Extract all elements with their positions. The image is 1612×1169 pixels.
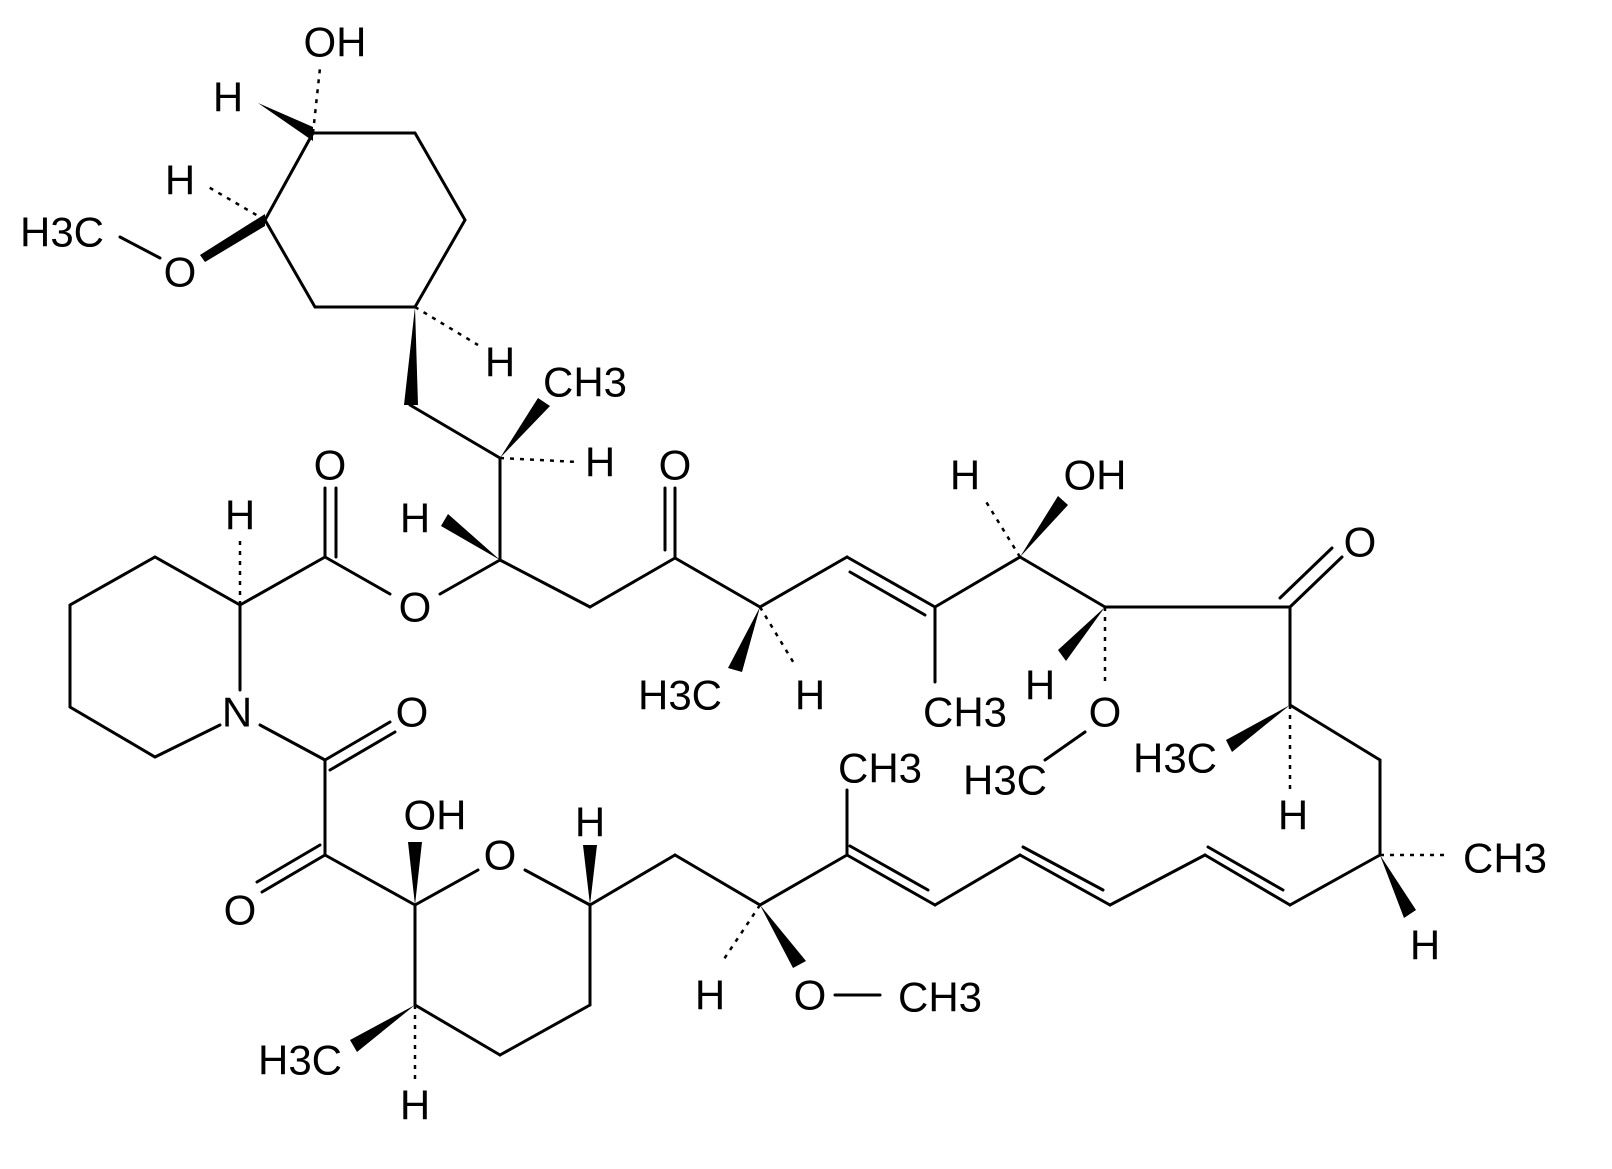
atom-label-h-c12: H bbox=[400, 1082, 430, 1129]
atom-label-oh-top: OH bbox=[304, 19, 367, 66]
atom-label-ch3-methoxy-bottom: CH3 bbox=[898, 974, 982, 1021]
atom-label-h3c-mid1: H3C bbox=[638, 672, 722, 719]
atom-label-oh-mid: OH bbox=[1064, 452, 1127, 499]
atom-label-ch3-triene: CH3 bbox=[838, 745, 922, 792]
atom-label-o-pyran: O bbox=[484, 832, 517, 879]
atom-label-ch3-mid: CH3 bbox=[923, 689, 1007, 736]
atom-label-h3c-mid3: H3C bbox=[1133, 735, 1217, 782]
atom-label-h-c1: H bbox=[213, 74, 243, 121]
atom-label-h3c-bottom: H3C bbox=[258, 1037, 342, 1084]
atom-label-o-ketone2: O bbox=[1344, 519, 1377, 566]
atom-label-o-ketone1: O bbox=[659, 442, 692, 489]
atom-label-h-c9: H bbox=[1410, 922, 1440, 969]
atom-label-o-ester: O bbox=[399, 584, 432, 631]
atom-label-h-c5: H bbox=[950, 452, 980, 499]
atom-label-o-ketoamide: O bbox=[224, 887, 257, 934]
atom-label-h3c-mid2: H3C bbox=[963, 757, 1047, 804]
atom-label-h-c10: H bbox=[575, 799, 605, 846]
atom-label-h-c4: H bbox=[485, 339, 515, 386]
atom-label-o-ester-carbonyl: O bbox=[314, 442, 347, 489]
atom-label-o-methoxy-mid: O bbox=[1089, 689, 1122, 736]
atom-label-h-c8: H bbox=[1278, 792, 1308, 839]
atom-labels: OH H H O H3C H CH3 H O O H H O H OH O H3… bbox=[20, 19, 1547, 1129]
atom-label-h-c2b: H bbox=[585, 439, 615, 486]
atom-label-n-pip: N bbox=[222, 689, 252, 736]
bonds bbox=[68, 67, 1450, 1080]
atom-label-o-amide: O bbox=[396, 689, 429, 736]
atom-label-o-methoxy-top: O bbox=[164, 249, 197, 296]
atom-label-h-c6: H bbox=[795, 672, 825, 719]
atom-label-h-c11: H bbox=[695, 972, 725, 1019]
atom-label-ch3-right: CH3 bbox=[1463, 835, 1547, 882]
atom-label-h-c3: H bbox=[400, 495, 430, 542]
atom-label-o-methoxy-bottom: O bbox=[794, 972, 827, 1019]
atom-label-ch3-c1: CH3 bbox=[543, 359, 627, 406]
atom-label-h-c2: H bbox=[165, 157, 195, 204]
atom-label-h3c-top: H3C bbox=[20, 209, 104, 256]
atom-label-h-pip: H bbox=[225, 492, 255, 539]
atom-label-oh-hemiketal: OH bbox=[404, 792, 467, 839]
atom-label-h-c7: H bbox=[1025, 662, 1055, 709]
